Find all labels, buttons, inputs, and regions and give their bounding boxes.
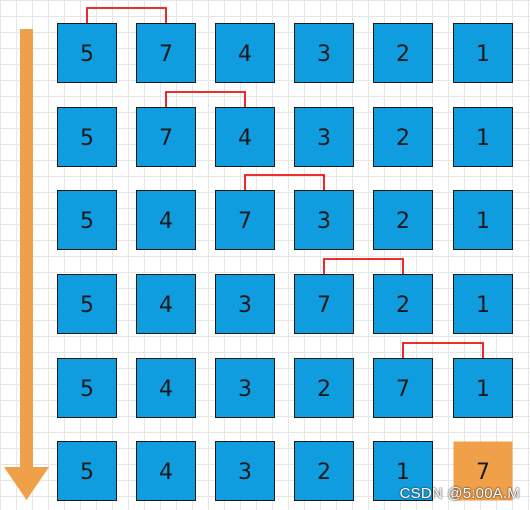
cell-value: 3 [238,460,252,485]
cell-value: 2 [396,42,410,67]
array-cell [57,441,117,501]
array-cell [453,190,513,250]
cell-value: 5 [80,293,94,318]
array-cell [136,358,196,418]
sort-pass-row: 5 7 4 3 2 1 [57,91,513,167]
cell-value: 4 [159,293,173,318]
array-cell [215,107,275,167]
sort-pass-row: 5 7 4 3 2 1 [57,7,513,83]
compare-bracket [165,91,246,107]
sort-pass-row: 5 4 3 2 7 1 [57,342,513,418]
compare-bracket [86,7,167,23]
sort-pass-row: 5 4 3 7 2 1 [57,258,513,334]
cell-value: 5 [80,377,94,402]
array-cell [453,358,513,418]
array-cell [453,23,513,83]
array-cell [373,107,433,167]
cell-value: 2 [317,377,331,402]
cell-value: 3 [317,126,331,151]
array-cell [294,23,354,83]
array-cell [373,190,433,250]
compare-bracket [244,174,325,190]
array-cell [373,274,433,334]
cell-value: 4 [238,126,252,151]
cell-value: 5 [80,126,94,151]
cell-value: 7 [159,42,173,67]
cell-value: 2 [396,126,410,151]
compare-bracket [402,342,484,358]
cell-value: 7 [238,209,252,234]
watermark: CSDN @5:00A.M [399,485,520,502]
cell-value: 7 [396,377,410,402]
array-cell [373,358,433,418]
sorted-cell [453,441,513,501]
cell-value: 1 [476,42,490,67]
arrow-shaft [20,29,33,469]
array-cell [294,441,354,501]
cell-value: 5 [80,209,94,234]
cell-value: 1 [476,377,490,402]
array-cell [136,441,196,501]
array-cell [294,190,354,250]
sort-pass-row: 5 4 3 2 1 7 [57,441,513,501]
array-cell [57,107,117,167]
cell-value: 7 [159,126,173,151]
cell-value: 1 [476,293,490,318]
cell-value: 2 [396,209,410,234]
array-cell [57,23,117,83]
array-cell [453,274,513,334]
cell-value: 7 [317,293,331,318]
cell-value: 3 [317,42,331,67]
sort-pass-row: 5 4 7 3 2 1 [57,174,513,250]
compare-bracket [323,258,404,274]
array-cell [373,441,433,501]
cell-value: 2 [396,293,410,318]
down-arrow-icon [4,29,49,500]
cell-value: 2 [317,460,331,485]
array-cell [215,441,275,501]
array-cell [215,358,275,418]
cell-value: 1 [476,209,490,234]
array-cell [57,274,117,334]
cell-value: 5 [80,460,94,485]
array-cell [453,107,513,167]
cell-value: 1 [396,460,410,485]
cell-value: 3 [238,377,252,402]
cell-value: 4 [159,377,173,402]
array-cell [215,23,275,83]
array-cell [373,23,433,83]
array-cell [294,274,354,334]
cell-value: 7 [476,460,490,485]
cell-value: 3 [317,209,331,234]
cell-value: 3 [238,293,252,318]
array-cell [57,358,117,418]
array-cell [215,190,275,250]
array-cell [294,107,354,167]
array-cell [136,274,196,334]
array-cell [136,23,196,83]
arrow-head [4,467,49,500]
array-cell [215,274,275,334]
cell-value: 4 [238,42,252,67]
cell-value: 4 [159,209,173,234]
cell-value: 5 [80,42,94,67]
array-cell [294,358,354,418]
array-cell [136,190,196,250]
cell-value: 1 [476,126,490,151]
array-cell [136,107,196,167]
cell-value: 4 [159,460,173,485]
array-cell [57,190,117,250]
